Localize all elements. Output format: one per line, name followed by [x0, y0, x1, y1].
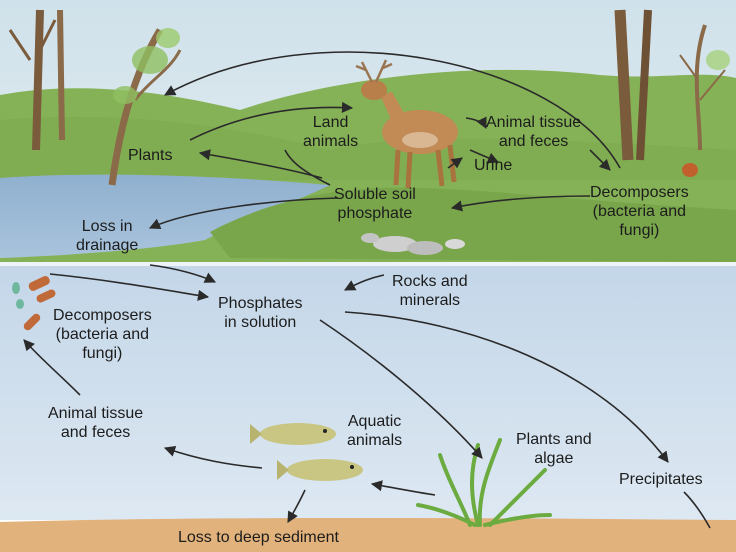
label-land-animals: Landanimals: [303, 113, 358, 151]
label-loss-in-drainage: Loss indrainage: [76, 217, 138, 255]
label-animal-tissue-top: Animal tissueand feces: [486, 113, 581, 151]
label-precipitates: Precipitates: [619, 470, 703, 489]
label-plants-and-algae: Plants andalgae: [516, 430, 592, 468]
label-phosphates-in-solution: Phosphatesin solution: [218, 294, 303, 332]
sediment: [0, 518, 736, 552]
mushroom: [682, 163, 698, 177]
label-animal-tissue-bottom: Animal tissueand feces: [48, 404, 143, 442]
label-urine: Urine: [474, 156, 512, 175]
label-soluble-soil-phosphate: Soluble soilphosphate: [334, 185, 416, 223]
label-decomposers-bottom: Decomposers(bacteria andfungi): [53, 306, 152, 363]
label-rocks-and-minerals: Rocks andminerals: [392, 272, 468, 310]
label-loss-to-deep-sediment: Loss to deep sediment: [178, 528, 339, 547]
label-plants: Plants: [128, 146, 172, 165]
label-decomposers-top: Decomposers(bacteria andfungi): [590, 183, 689, 240]
label-aquatic-animals: Aquaticanimals: [347, 412, 402, 450]
